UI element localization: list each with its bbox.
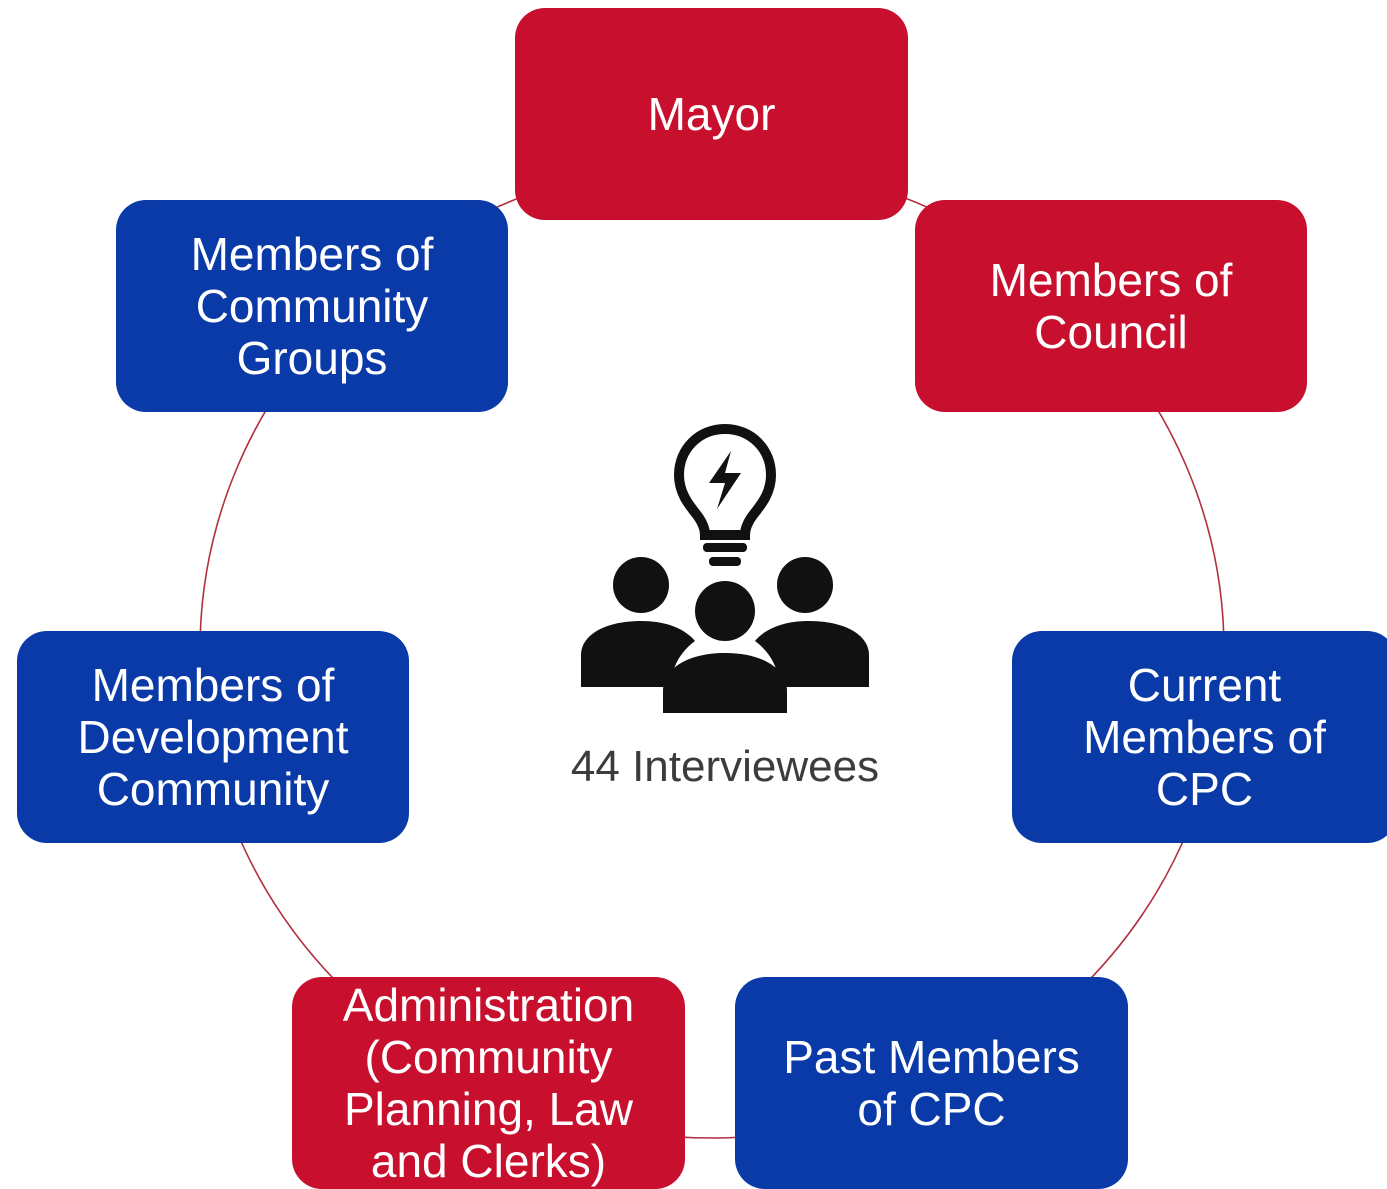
node-members-of-council: Members of Council (915, 200, 1307, 412)
node-current-members-of-cpc-label: Current Members of CPC (1083, 659, 1326, 815)
lightbulb-icon (673, 423, 777, 540)
people-group-icon (581, 557, 869, 713)
node-members-of-council-label: Members of Council (989, 254, 1233, 358)
group-idea-icon (581, 423, 869, 713)
node-members-of-development-community: Members of Development Community (17, 631, 409, 843)
node-administration-label: Administration (Community Planning, Law … (342, 979, 635, 1187)
node-members-of-community-groups: Members of Community Groups (116, 200, 508, 412)
node-administration: Administration (Community Planning, Law … (292, 977, 685, 1189)
node-mayor-label: Mayor (647, 88, 776, 140)
node-mayor: Mayor (515, 8, 908, 220)
node-members-of-development-community-label: Members of Development Community (77, 659, 349, 815)
node-current-members-of-cpc: Current Members of CPC (1012, 631, 1387, 843)
node-past-members-of-cpc-label: Past Members of CPC (783, 1031, 1080, 1135)
node-members-of-community-groups-label: Members of Community Groups (190, 228, 434, 384)
lightning-bolt-icon (709, 451, 741, 509)
node-past-members-of-cpc: Past Members of CPC (735, 977, 1128, 1189)
interviewee-count-label: 44 Interviewees (570, 742, 880, 791)
